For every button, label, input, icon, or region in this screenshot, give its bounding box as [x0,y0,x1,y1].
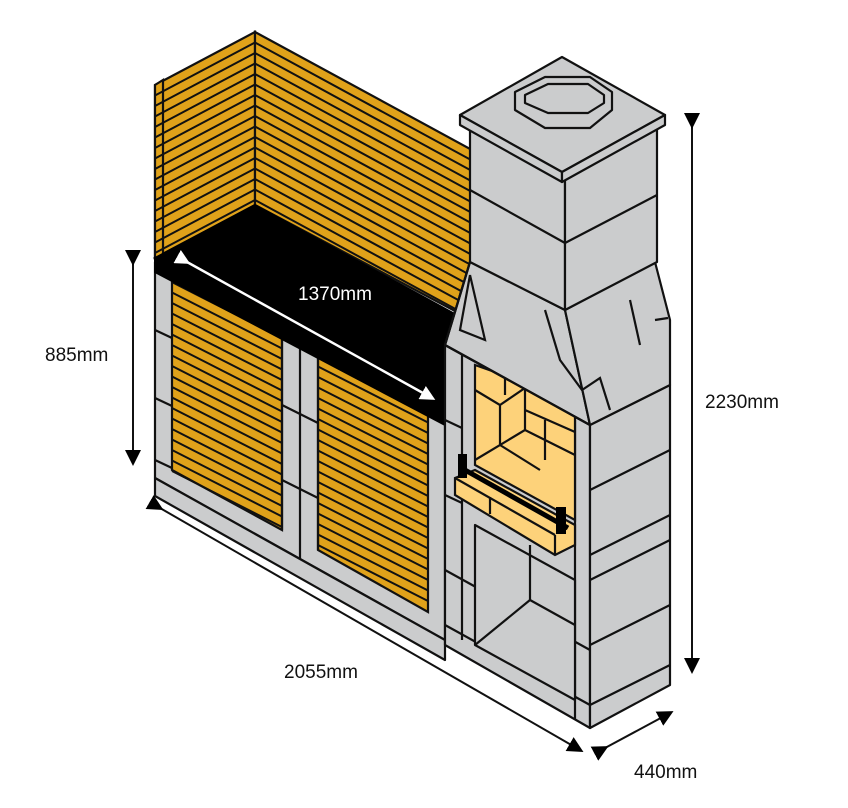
wood-slat [254,136,473,256]
wood-slat [254,146,473,267]
wood-slat [154,104,256,160]
grill-handle-right [556,507,566,534]
wood-slat [254,167,473,288]
dim-440 [590,711,674,761]
wood-slat [154,167,256,223]
wood-slat [317,397,429,455]
wood-slat [154,178,256,233]
wood-slat [254,73,473,193]
wood-slat [154,199,256,254]
wood-slat [154,83,256,139]
wood-slat [171,438,283,497]
label-total-height: 2230mm [705,392,779,413]
wood-slat [154,188,256,244]
label-worktop-height: 885mm [45,345,109,366]
wood-slat [317,407,429,466]
wood-slat [254,94,473,214]
label-total-width: 2055mm [284,662,358,683]
wood-slat [254,83,473,204]
wood-slat [254,188,473,309]
wood-slat [154,115,256,170]
wood-slat [154,52,256,107]
wood-slat [154,73,256,128]
wood-slat [317,418,429,476]
wood-slat [154,125,256,181]
wood-slat [171,417,283,476]
dimension-lines [125,113,700,761]
dim-2055 [145,495,584,752]
wood-slat [171,428,283,486]
wood-slat [317,428,429,487]
label-worktop-length: 1370mm [298,284,372,305]
wood-slat [254,125,473,246]
wood-slat [254,41,473,162]
wood-slat [154,146,256,202]
wood-slat [254,157,473,277]
wood-slat [254,52,473,172]
wood-slat [254,115,473,235]
wood-slat [154,94,256,149]
grill-handle-left [458,454,467,478]
wood-slat [171,407,283,465]
wood-slat [317,439,429,497]
wood-slat [154,41,256,97]
wood-slat [254,178,473,298]
dim-1370 [173,249,436,400]
wood-slat [154,157,256,212]
wood-slat [154,62,256,118]
wood-slat [154,136,256,191]
bbq-fireplace [443,55,672,730]
wood-slat [254,104,473,225]
wood-slat [254,62,473,183]
label-depth: 440mm [634,762,698,783]
wood-slat [171,396,283,455]
